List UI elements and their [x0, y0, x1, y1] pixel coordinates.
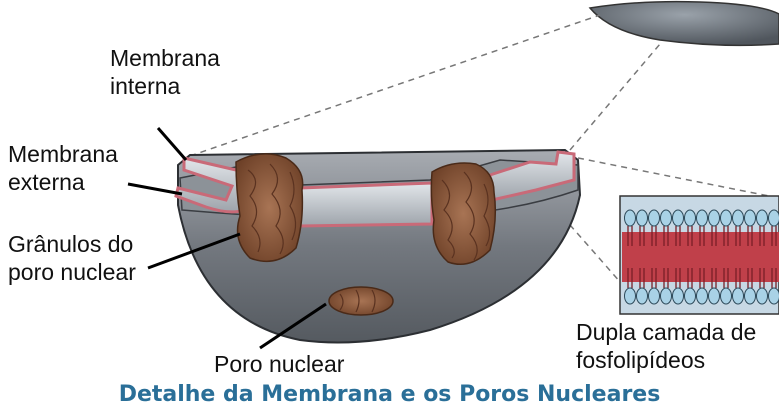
lipid-head: [757, 288, 768, 304]
label-dupla-camada: Dupla camada de fosfolipídeos: [576, 318, 756, 374]
label-granulos-poro-nuclear: Grânulos do poro nuclear: [8, 230, 136, 286]
nucleus-fragment: [590, 2, 779, 46]
lipid-head: [697, 210, 708, 226]
label-membrana-externa-line2: externa: [8, 168, 118, 196]
lipid-head: [637, 288, 648, 304]
label-poro-nuclear: Poro nuclear: [214, 350, 344, 378]
lipid-head: [649, 210, 660, 226]
lipid-head: [685, 288, 696, 304]
figure-caption: Detalhe da Membrana e os Poros Nucleares: [0, 382, 779, 407]
label-dupla-line2: fosfolipídeos: [576, 346, 756, 374]
lipid-head: [721, 210, 732, 226]
lipid-head: [625, 288, 636, 304]
label-granulos-line1: Grânulos do: [8, 230, 136, 258]
label-membrana-externa-line1: Membrana: [8, 140, 118, 168]
lipid-head: [757, 210, 768, 226]
lipid-head: [709, 288, 720, 304]
lipid-head: [697, 288, 708, 304]
lipid-head: [745, 210, 756, 226]
label-dupla-line1: Dupla camada de: [576, 318, 756, 346]
lipid-head: [745, 288, 756, 304]
lipid-head: [769, 210, 779, 226]
lipid-head: [733, 288, 744, 304]
lipid-head: [637, 210, 648, 226]
lipid-head: [661, 210, 672, 226]
label-membrana-externa: Membrana externa: [8, 140, 118, 196]
label-granulos-line2: poro nuclear: [8, 258, 136, 286]
lipid-head: [769, 288, 779, 304]
label-membrana-interna: Membrana interna: [110, 44, 220, 100]
lipid-head: [709, 210, 720, 226]
label-membrana-interna-line1: Membrana: [110, 44, 220, 72]
lipid-head: [721, 288, 732, 304]
lipid-head: [649, 288, 660, 304]
phospholipid-bilayer-inset: [620, 196, 779, 314]
nuclear-pore: [329, 287, 393, 315]
lipid-head: [625, 210, 636, 226]
lipid-head: [673, 288, 684, 304]
label-membrana-interna-line2: interna: [110, 72, 220, 100]
lipid-head: [733, 210, 744, 226]
lipid-head: [661, 288, 672, 304]
lipid-head: [673, 210, 684, 226]
inter-pore-channel: [300, 183, 432, 226]
left-pore-granules: [236, 154, 303, 262]
lipid-head: [685, 210, 696, 226]
